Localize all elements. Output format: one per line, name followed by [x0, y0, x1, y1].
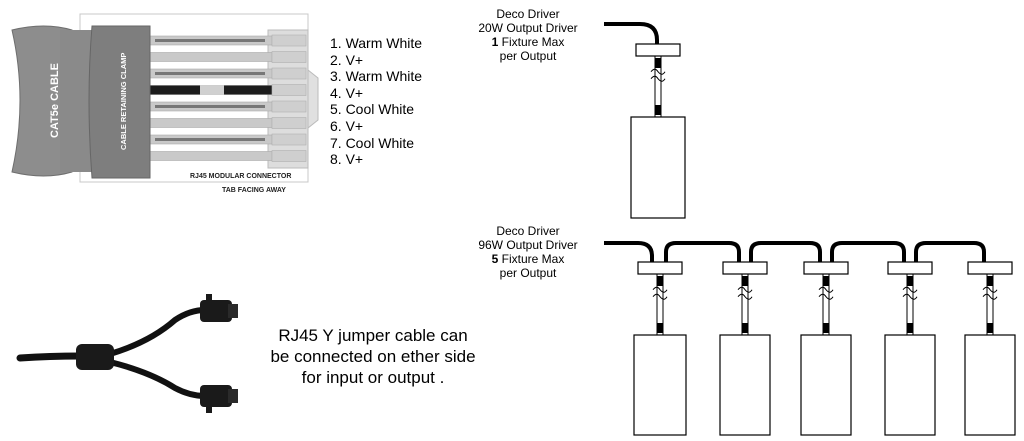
- cable-retaining-clamp: [88, 25, 151, 179]
- chain-cable-4: [914, 241, 986, 262]
- pin-contact-7: [271, 133, 307, 146]
- driver-20w-max: 1 Fixture Max: [491, 35, 565, 49]
- chain-cable-1: [664, 241, 741, 262]
- chain-body-2: [719, 334, 771, 436]
- chain-break-bottom-1: [652, 293, 668, 300]
- chain-cable-3: [830, 241, 906, 262]
- chain-break-top-1: [652, 286, 668, 293]
- jumper-plug-bottom: [200, 385, 238, 413]
- jumper-main-cable: [16, 352, 84, 362]
- connector-label: RJ45 MODULAR CONNECTOR: [190, 173, 291, 180]
- jumper-branch-top: [109, 307, 206, 357]
- chain-fixture-1: [633, 261, 687, 436]
- chain-connector-bottom-1: [657, 323, 663, 333]
- driver-96w-output-cable: [604, 241, 654, 262]
- top-body-1: [630, 116, 686, 219]
- chain-body-5: [964, 334, 1016, 436]
- wire-3-stripe: [155, 72, 265, 75]
- wire-5-stripe: [155, 105, 265, 108]
- pin-7-label: 7. Cool White: [330, 134, 415, 151]
- chain-break-top-3: [818, 286, 834, 293]
- chain-connector-top-5: [987, 276, 993, 286]
- top-break-top-1: [650, 68, 666, 75]
- chain-break-bottom-4: [902, 293, 918, 300]
- clamp-label: CABLE RETAINING CLAMP: [119, 53, 128, 150]
- pin-1-label: 1. Warm White: [330, 35, 423, 51]
- chain-break-top-5: [982, 286, 998, 293]
- pin-8-label: 8. V+: [330, 151, 364, 168]
- driver-20w-per-output: per Output: [499, 49, 557, 63]
- cable-label: CAT5e CABLE: [49, 63, 61, 138]
- pin-contact-2: [271, 51, 307, 63]
- jumper-splitter: [76, 344, 114, 370]
- chain-connector-bottom-4: [907, 323, 913, 333]
- tab-label: TAB FACING AWAY: [222, 187, 286, 194]
- driver-96w-label: Deco Driver 96W Output Driver 5 Fixture …: [453, 224, 603, 280]
- chain-canopy-2: [722, 261, 768, 275]
- cat5e-cable: [11, 25, 73, 177]
- chain-break-top-2: [737, 286, 753, 293]
- pinout-list: 1. Warm White 2. V+ 3. Warm White 4. V+ …: [330, 35, 422, 168]
- driver-96w-max: 5 Fixture Max: [491, 252, 565, 266]
- driver-20w-name: Deco Driver: [496, 7, 560, 21]
- chain-connector-bottom-3: [823, 323, 829, 333]
- chain-break-bottom-3: [818, 293, 834, 300]
- pin-contact-6: [271, 117, 307, 129]
- chain-break-bottom-2: [737, 293, 753, 300]
- top-canopy-1: [635, 43, 681, 57]
- chain-connector-bottom-2: [742, 323, 748, 333]
- wire-7-stripe: [155, 138, 265, 141]
- chain-fixture-2: [719, 261, 771, 436]
- pin-4-label: 4. V+: [330, 84, 364, 101]
- pin-5-label: 5. Cool White: [330, 101, 415, 118]
- jumper-branch-bottom: [109, 359, 206, 399]
- pin-contact-5: [271, 100, 307, 113]
- chain-connector-bottom-5: [987, 323, 993, 333]
- driver-96w-rating: 96W Output Driver: [478, 238, 578, 252]
- chain-fixture-5: [964, 261, 1016, 436]
- wire-1-stripe: [155, 39, 265, 42]
- driver-96w-per-output: per Output: [499, 266, 557, 280]
- jumper-note: RJ45 Y jumper cable can be connected on …: [270, 326, 476, 387]
- chain-canopy-4: [887, 261, 933, 275]
- top-fixture-1: [630, 43, 686, 219]
- chain-body-1: [633, 334, 687, 436]
- chain-fixture-4: [884, 261, 936, 436]
- chain-connector-top-3: [823, 276, 829, 286]
- pin-contact-4: [271, 84, 307, 96]
- wire-bundle: [147, 34, 307, 162]
- driver-20w-rating: 20W Output Driver: [478, 21, 578, 35]
- driver-20w-label: Deco Driver 20W Output Driver 1 Fixture …: [453, 7, 603, 63]
- pin-6-label: 6. V+: [330, 117, 364, 134]
- top-connector-bottom-1: [655, 105, 661, 115]
- rj45-tab: [307, 68, 319, 130]
- wire-4-band: [200, 85, 224, 95]
- rj45-connector-diagram: CAT5e CABLE CABLE RETAINING CLAMP RJ45 M…: [11, 13, 319, 194]
- pin-contact-8: [271, 150, 307, 162]
- driver-20w-output-cable: [604, 22, 659, 46]
- chain-fixture-3: [800, 261, 852, 436]
- chain-cable-2: [749, 241, 822, 262]
- chain-break-bottom-5: [982, 293, 998, 300]
- pin-contact-1: [271, 34, 307, 47]
- chain-break-top-4: [902, 286, 918, 293]
- pin-2-label: 2. V+: [330, 51, 364, 68]
- top-connector-top-1: [655, 58, 661, 68]
- chain-canopy-5: [967, 261, 1013, 275]
- chain-connector-top-2: [742, 276, 748, 286]
- top-break-bottom-1: [650, 75, 666, 82]
- chain-connector-top-4: [907, 276, 913, 286]
- chain-connector-top-1: [657, 276, 663, 286]
- chain-canopy-3: [803, 261, 849, 275]
- chain-body-4: [884, 334, 936, 436]
- jumper-plug-top: [200, 294, 238, 322]
- pin-contact-3: [271, 67, 307, 80]
- driver-96w-name: Deco Driver: [496, 224, 560, 238]
- y-jumper-cable: [16, 294, 238, 413]
- pin-3-label: 3. Warm White: [330, 68, 423, 85]
- chain-body-3: [800, 334, 852, 436]
- chain-canopy-1: [637, 261, 683, 275]
